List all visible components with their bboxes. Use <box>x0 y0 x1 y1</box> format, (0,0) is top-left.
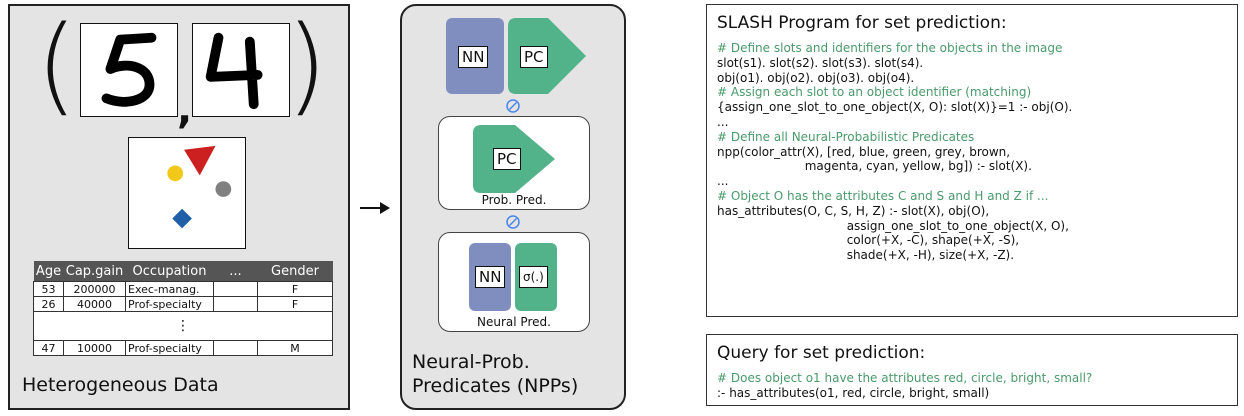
nn-label: NN <box>458 46 489 68</box>
composition-icon <box>506 99 520 113</box>
code-line: assign_one_slot_to_one_object(X, O), <box>717 218 1069 233</box>
yellow-circle-icon <box>167 165 184 182</box>
right-arrow-icon <box>360 202 390 214</box>
pc-label: PC <box>493 148 521 170</box>
code-line: color(+X, -C), shape(+X, -S), <box>717 233 1020 248</box>
composition-icon <box>506 215 520 229</box>
code-line: obj(o1). obj(o2). obj(o3). obj(o4). <box>717 70 915 85</box>
comma-separator: , <box>177 87 193 133</box>
code-comment: # Does object o1 have the attributes red… <box>717 371 1093 385</box>
cell-gender: F <box>257 281 333 297</box>
npp-caption-line2: Predicates (NPPs) <box>412 375 579 397</box>
cell-gender: M <box>257 340 333 356</box>
vertical-ellipsis: ⋮ <box>33 311 333 341</box>
close-paren: ) <box>286 3 328 126</box>
code-line: shade(+X, -H), size(+X, -Z). <box>717 248 1015 263</box>
code-line: magenta, cyan, yellow, bg]) :- slot(X). <box>717 159 1032 174</box>
query-code: # Does object o1 have the attributes red… <box>717 371 1092 401</box>
handwritten-5-icon <box>101 32 157 107</box>
open-paren: ( <box>36 3 78 126</box>
cell-age: 47 <box>33 340 64 356</box>
header-ellipsis: ... <box>213 261 258 282</box>
prob-pred-caption: Prob. Pred. <box>481 193 547 207</box>
code-line: npp(color_attr(X), [red, blue, green, gr… <box>717 144 1011 159</box>
cell-empty <box>213 340 258 356</box>
cell-cap-gain: 10000 <box>63 340 126 356</box>
cell-occupation: Prof-specialty <box>125 340 214 356</box>
code-line: {assign_one_slot_to_one_object(X, O): sl… <box>717 100 1073 115</box>
table-row: 47 10000 Prof-specialty M <box>33 340 333 356</box>
code-line: :- has_attributes(o1, red, circle, brigh… <box>717 385 990 400</box>
cell-empty <box>213 281 258 297</box>
cell-occupation: Prof-specialty <box>125 296 214 312</box>
nn-label: NN <box>475 266 506 288</box>
red-triangle-icon <box>184 145 216 176</box>
table-ellipsis-row: ⋮ <box>33 311 333 341</box>
code-comment: # Object O has the attributes C and S an… <box>717 188 1049 203</box>
clevr-scene-image <box>128 137 246 249</box>
program-code: # Define slots and identifiers for the o… <box>717 41 1072 263</box>
header-age: Age <box>33 261 64 282</box>
tabular-data: Age Cap.gain Occupation ... Gender 53 20… <box>33 261 333 356</box>
digit-image-4 <box>192 23 290 117</box>
neural-pred-box: NN σ(.) Neural Pred. <box>438 232 590 332</box>
sigmoid-label: σ(.) <box>519 266 548 288</box>
cell-age: 53 <box>33 281 64 297</box>
code-comment: # Define slots and identifiers for the o… <box>717 41 1063 55</box>
npp-panel: NN PC PC Prob. Pred. NN σ(.) Neural Pred… <box>400 4 626 410</box>
cell-empty <box>213 296 258 312</box>
program-title: SLASH Program for set prediction: <box>717 13 1007 33</box>
slash-program-box: SLASH Program for set prediction: # Defi… <box>706 4 1238 317</box>
grey-circle-icon <box>215 181 232 197</box>
handwritten-4-icon <box>205 32 263 110</box>
heterogeneous-data-panel: ( , ) Age Cap.gain Occupation ... <box>8 4 350 410</box>
query-box: Query for set prediction: # Does object … <box>706 334 1238 406</box>
blue-diamond-icon <box>172 208 192 229</box>
npp-caption-line1: Neural-Prob. <box>412 351 530 373</box>
code-line: ... <box>717 174 729 189</box>
code-comment: # Assign each slot to an object identifi… <box>717 85 1032 100</box>
neural-pred-caption: Neural Pred. <box>477 315 551 329</box>
digit-image-5 <box>80 23 178 117</box>
pc-label: PC <box>520 46 548 68</box>
code-comment: # Define all Neural-Probabilistic Predic… <box>717 129 975 144</box>
cell-occupation: Exec-manag. <box>125 281 214 297</box>
table-header-row: Age Cap.gain Occupation ... Gender <box>33 261 333 282</box>
cell-cap-gain: 40000 <box>63 296 126 312</box>
header-cap-gain: Cap.gain <box>63 261 126 282</box>
header-occupation: Occupation <box>125 261 214 282</box>
code-line: has_attributes(O, C, S, H, Z) :- slot(X)… <box>717 203 990 218</box>
table-row: 53 200000 Exec-manag. F <box>33 281 333 297</box>
npp-caption: Neural-Prob. Predicates (NPPs) <box>412 350 578 398</box>
heterogeneous-data-caption: Heterogeneous Data <box>22 374 219 396</box>
header-gender: Gender <box>257 261 333 282</box>
prob-pred-box: PC Prob. Pred. <box>438 116 590 210</box>
query-title: Query for set prediction: <box>717 343 926 363</box>
table-row: 26 40000 Prof-specialty F <box>33 296 333 312</box>
code-line: ... <box>717 114 729 129</box>
code-line: slot(s1). slot(s2). slot(s3). slot(s4). <box>717 55 924 70</box>
cell-age: 26 <box>33 296 64 312</box>
cell-cap-gain: 200000 <box>63 281 126 297</box>
cell-gender: F <box>257 296 333 312</box>
